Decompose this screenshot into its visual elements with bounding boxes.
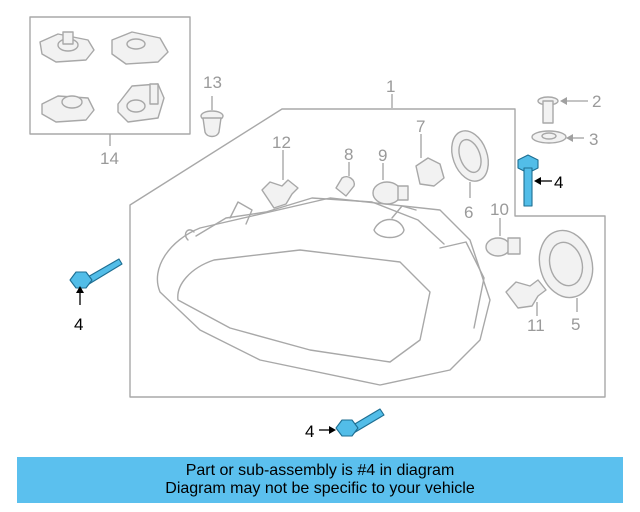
bracket-1 [39,31,95,63]
callout-12: 12 [272,133,291,152]
bulb-9: 9 [372,146,409,205]
callout-2: 2 [592,92,601,111]
bolt-4-left[interactable]: 4 [69,258,123,334]
callout-10: 10 [490,200,509,219]
bracket-2 [111,31,169,65]
headlamp-assembly: 1 [129,77,606,398]
callout-4-left: 4 [74,315,83,334]
callout-7: 7 [416,117,425,136]
bolt-4-bottom[interactable]: 4 [305,408,385,441]
callout-4-bottom: 4 [305,422,314,441]
callout-3: 3 [589,130,598,149]
bracket-kit-inset: 14 [29,16,191,168]
callout-5: 5 [571,315,580,334]
cap-5: 5 [538,229,594,334]
banner-line-2: Diagram may not be specific to your vehi… [165,480,475,497]
callout-13: 13 [203,73,222,92]
bulb-11: 11 [505,279,547,335]
stud-2: 2 [537,92,601,124]
socket-7: 7 [415,117,445,187]
bracket-4 [117,83,165,123]
callout-1: 1 [386,77,395,96]
bulb-12: 12 [261,133,299,209]
washer-3: 3 [531,130,598,149]
callout-9: 9 [378,146,387,165]
callout-4-right: 4 [554,173,563,192]
bolt-4-right[interactable]: 4 [517,154,563,207]
grommet-13: 13 [200,73,224,138]
banner-line-1: Part or sub-assembly is #4 in diagram [185,462,455,479]
callout-6: 6 [464,203,473,222]
bulb-10: 10 [485,200,521,257]
info-banner: Part or sub-assembly is #4 in diagram Di… [17,457,623,503]
bracket-3 [41,95,95,123]
callout-11: 11 [527,316,545,335]
callout-14: 14 [100,149,119,168]
callout-8: 8 [344,145,353,164]
cap-6: 6 [451,130,489,222]
bulb-8: 8 [335,145,355,197]
